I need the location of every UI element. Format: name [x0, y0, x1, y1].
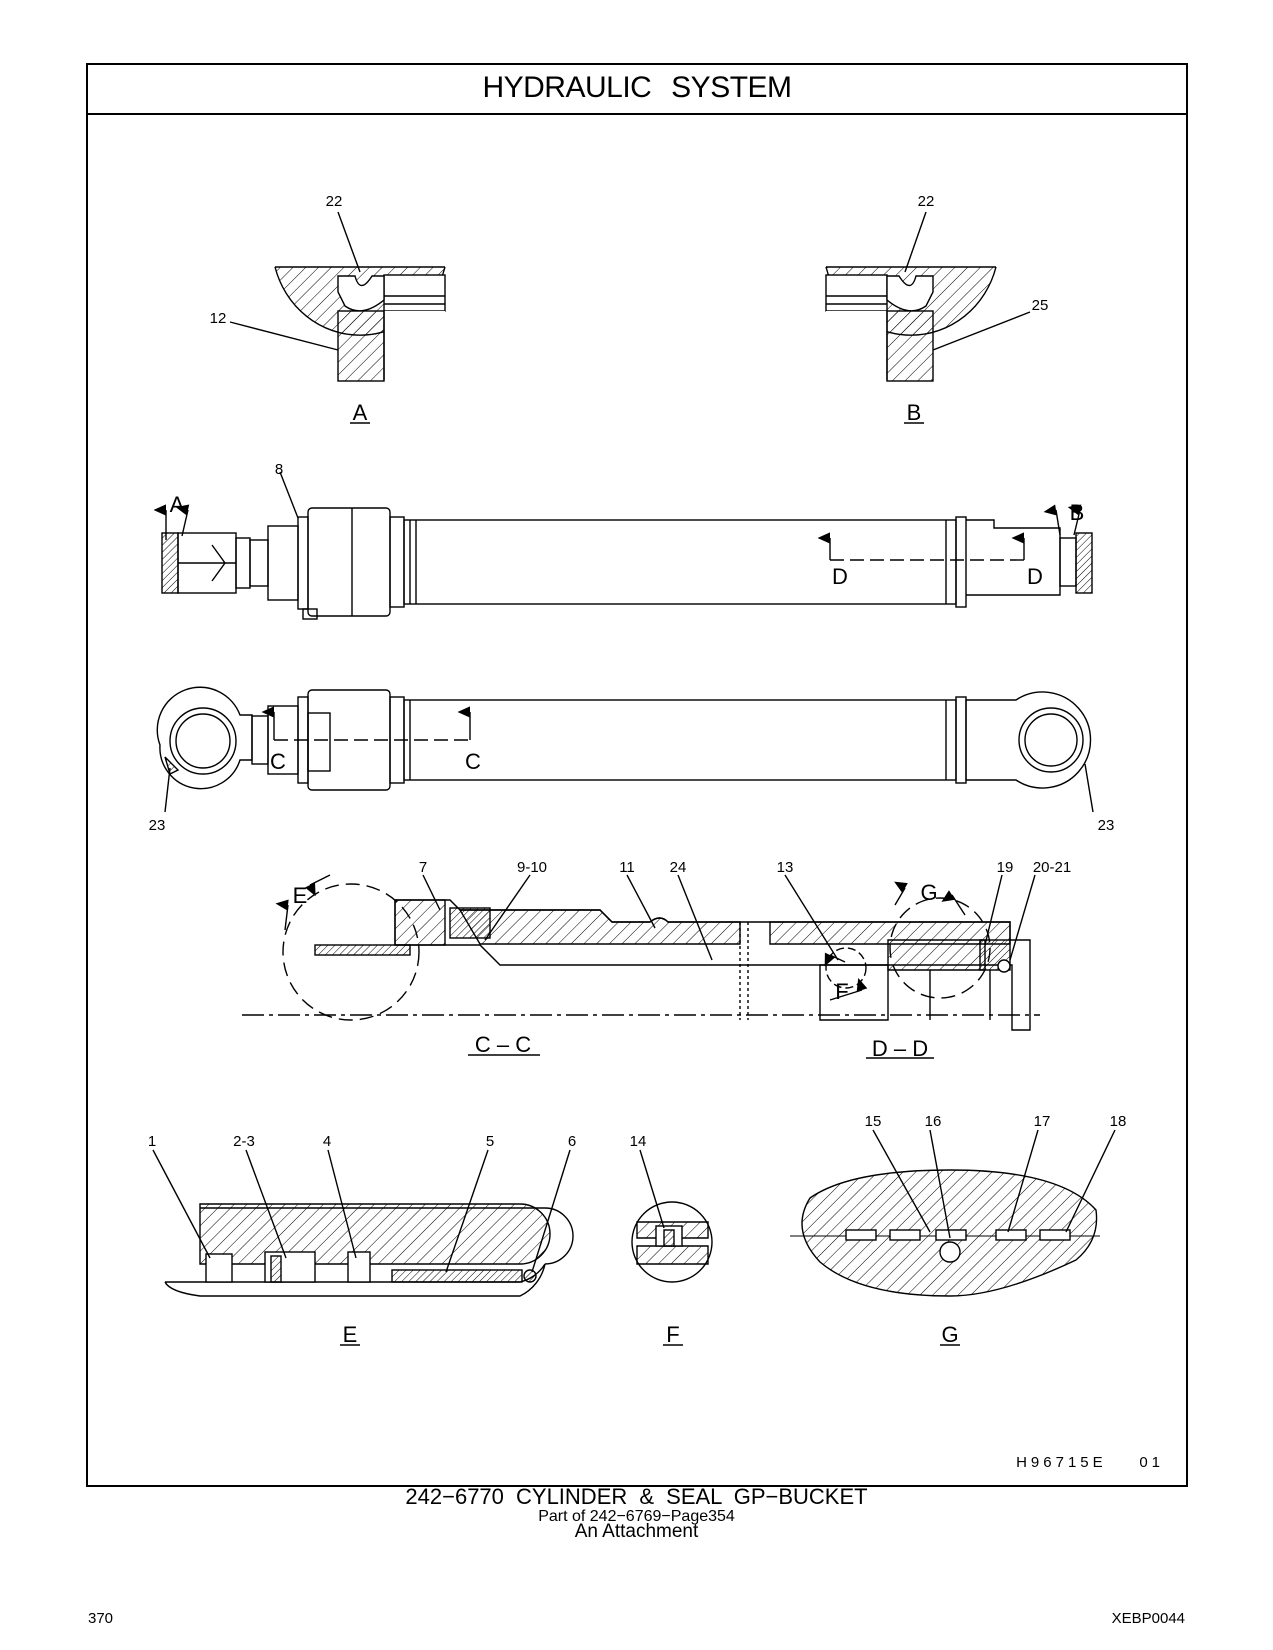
section-views — [242, 874, 1040, 1059]
arrow-label-c-left: C — [270, 749, 286, 774]
callout-16: 16 — [925, 1113, 942, 1130]
callout-6: 6 — [568, 1133, 576, 1150]
arrow-label-a: A — [170, 492, 185, 517]
callout-22-a: 22 — [326, 193, 343, 210]
arrow-label-f: F — [835, 979, 848, 1004]
callout-14: 14 — [630, 1133, 647, 1150]
drawing-number: H96715E 01 — [1016, 1454, 1164, 1471]
callout-9-10: 9-10 — [517, 859, 547, 876]
callout-labels: 22 12 22 25 8 23 23 7 9-10 11 24 13 19 2… — [148, 193, 1127, 1150]
section-label-dd: D – D — [872, 1036, 928, 1061]
callout-17: 17 — [1034, 1113, 1051, 1130]
arrow-label-d-left: D — [832, 564, 848, 589]
arrow-label-c-right: C — [465, 749, 481, 774]
diagram-frame: HYDRAULIC SYSTEM H96715E 01 — [86, 63, 1188, 1487]
detail-g — [790, 1129, 1116, 1346]
attachment-caption: An Attachment — [574, 1521, 699, 1542]
view-labels: A B A B D D C C E G F C – C D – D E F G — [170, 400, 1085, 1347]
page-title: HYDRAULIC SYSTEM — [88, 65, 1186, 115]
arrow-label-d-right: D — [1027, 564, 1043, 589]
arrow-label-g: G — [920, 880, 937, 905]
callout-7: 7 — [419, 859, 427, 876]
view-label-g: G — [941, 1322, 958, 1347]
part-of-caption: Part of 242−6769−Page354 — [538, 1508, 735, 1525]
callout-12: 12 — [210, 310, 227, 327]
arrow-label-b: B — [1070, 500, 1085, 525]
callout-5: 5 — [486, 1133, 494, 1150]
callout-13: 13 — [777, 859, 794, 876]
callout-11: 11 — [619, 859, 635, 876]
view-label-e: E — [343, 1322, 358, 1347]
detail-a — [274, 266, 446, 383]
view-label-a: A — [353, 400, 368, 425]
section-label-cc: C – C — [475, 1032, 531, 1057]
document-id: XEBP0044 — [1111, 1610, 1185, 1627]
detail-b — [825, 266, 997, 383]
callout-2-3: 2-3 — [233, 1133, 255, 1150]
callout-4: 4 — [323, 1133, 331, 1150]
callout-23-right: 23 — [1098, 817, 1115, 834]
callout-18: 18 — [1110, 1113, 1127, 1130]
callout-19: 19 — [997, 859, 1014, 876]
view-label-b: B — [907, 400, 922, 425]
callout-22-b: 22 — [918, 193, 935, 210]
detail-f — [631, 1149, 713, 1346]
detail-e — [152, 1149, 574, 1346]
page-number: 370 — [88, 1610, 114, 1627]
callout-15: 15 — [865, 1113, 882, 1130]
cylinder-top-view — [156, 686, 1094, 813]
view-label-f: F — [666, 1322, 679, 1347]
drawing-revision: 01 — [1139, 1454, 1164, 1471]
callout-25: 25 — [1032, 297, 1049, 314]
callout-8: 8 — [275, 461, 283, 478]
callout-1: 1 — [148, 1133, 156, 1150]
callout-20-21: 20-21 — [1033, 859, 1071, 876]
cylinder-side-view — [153, 471, 1093, 620]
callout-23-left: 23 — [149, 817, 166, 834]
arrow-label-e: E — [293, 883, 308, 908]
callout-24: 24 — [670, 859, 687, 876]
part-caption: 242−6770 CYLINDER & SEAL GP−BUCKET — [405, 1484, 868, 1509]
drawing-id: H96715E — [1016, 1454, 1107, 1471]
